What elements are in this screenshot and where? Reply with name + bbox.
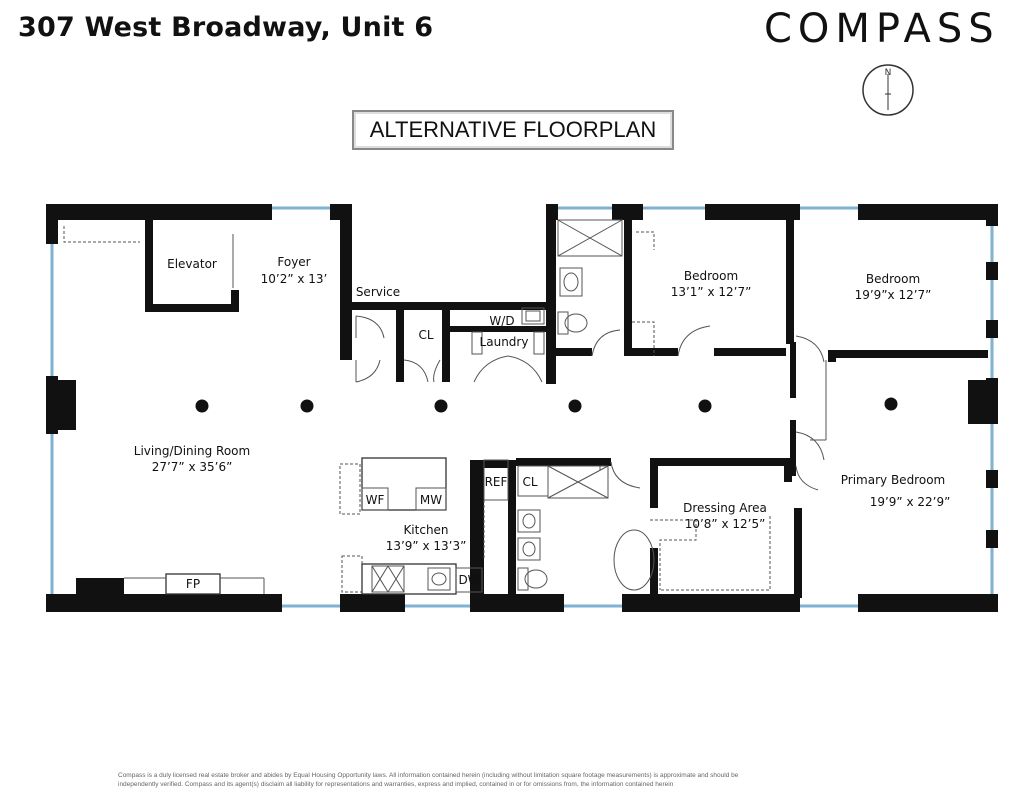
disclaimer-line-2: independently verified. Compass and its … bbox=[118, 781, 674, 788]
room-label-living-dining: Living/Dining Room bbox=[134, 444, 250, 458]
appliance-label-dishwasher: DW bbox=[458, 573, 479, 587]
room-dimension-primary-bedroom: 19’9” x 22’9” bbox=[870, 495, 951, 509]
interior-walls bbox=[145, 204, 988, 600]
room-label-kitchen: Kitchen bbox=[403, 523, 448, 537]
room-dimension-foyer: 10’2” x 13’ bbox=[261, 272, 328, 286]
room-dimension-living-dining: 27’7” x 35’6” bbox=[152, 460, 233, 474]
north-arrow-icon: N bbox=[862, 64, 914, 116]
structural-columns bbox=[195, 397, 898, 413]
room-label-laundry: Laundry bbox=[480, 335, 529, 349]
room-dimension-dressing-area: 10’8” x 12’5” bbox=[685, 517, 766, 531]
appliance-label-microwave: MW bbox=[420, 493, 442, 507]
room-label-washer-dryer: W/D bbox=[489, 314, 514, 328]
room-label-closet: CL bbox=[418, 328, 433, 342]
room-label-dressing-area: Dressing Area bbox=[683, 501, 767, 515]
fixture-label-fireplace: FP bbox=[186, 577, 200, 591]
brand-logo: COMPASS bbox=[764, 6, 1000, 52]
room-label-bedroom-2: Bedroom bbox=[866, 272, 920, 286]
plan-subtitle: ALTERNATIVE FLOORPLAN bbox=[352, 110, 674, 150]
room-label-elevator: Elevator bbox=[167, 257, 217, 271]
legal-disclaimer: Compass is a duly licensed real estate b… bbox=[118, 771, 918, 789]
room-label-closet-2: CL bbox=[522, 475, 537, 489]
appliance-label-wine-fridge: WF bbox=[366, 493, 385, 507]
compass-north-label: N bbox=[885, 68, 892, 78]
room-dimension-kitchen: 13’9” x 13’3” bbox=[386, 539, 467, 553]
room-label-foyer: Foyer bbox=[277, 255, 310, 269]
fixtures bbox=[63, 219, 827, 595]
room-dimension-bedroom-2: 19’9”x 12’7” bbox=[855, 288, 932, 302]
appliance-label-refrigerator: REF bbox=[485, 475, 508, 489]
disclaimer-line-1: Compass is a duly licensed real estate b… bbox=[118, 772, 739, 779]
exterior-walls bbox=[46, 204, 998, 612]
listing-address: 307 West Broadway, Unit 6 bbox=[18, 12, 434, 43]
room-label-bedroom-1: Bedroom bbox=[684, 269, 738, 283]
room-label-service: Service bbox=[356, 285, 400, 299]
room-dimension-bedroom-1: 13’1” x 12’7” bbox=[671, 285, 752, 299]
room-label-primary-bedroom: Primary Bedroom bbox=[841, 473, 945, 487]
